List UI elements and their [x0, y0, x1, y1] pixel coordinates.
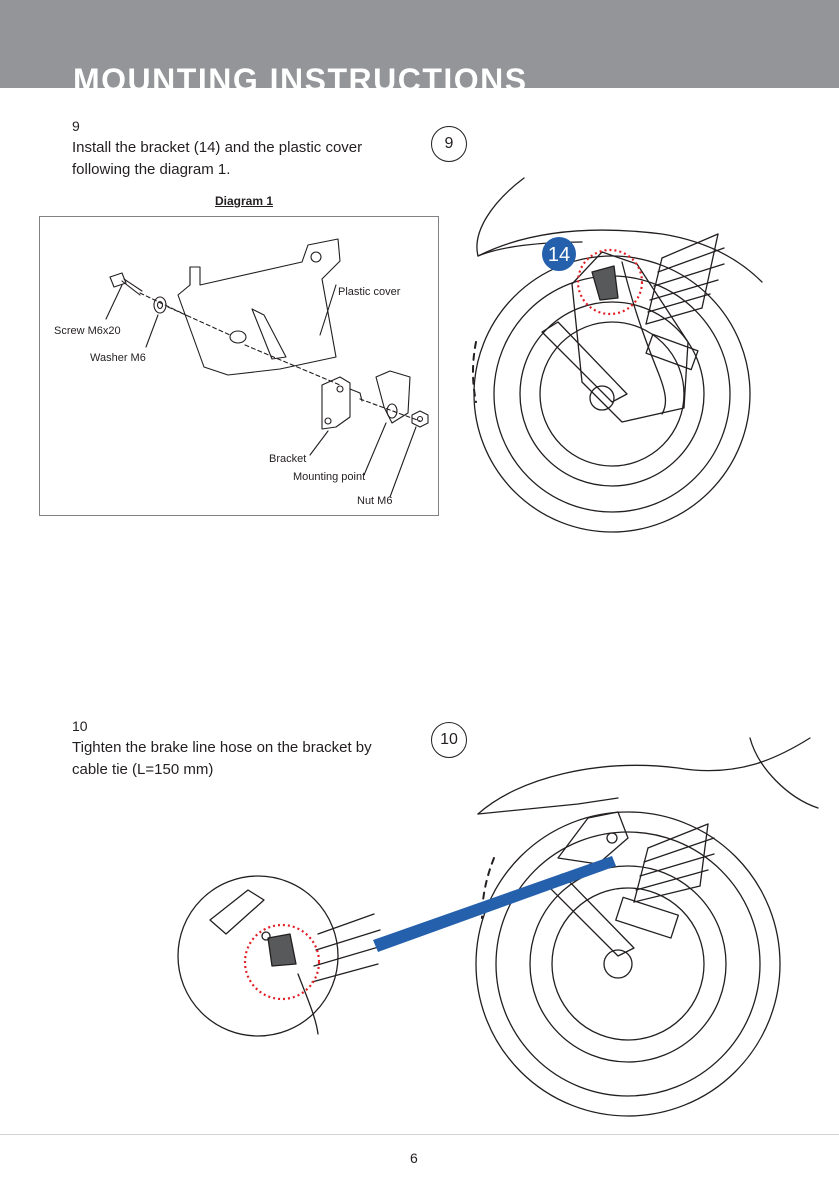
label-nut: Nut M6 [357, 495, 393, 507]
step-10-number: 10 [72, 718, 88, 734]
step-9-instruction-line-1: Install the bracket (14) and the plastic… [72, 139, 363, 156]
highlight-circle [243, 923, 321, 1001]
step-10-instruction-line-2: cable tie (L=150 mm) [72, 761, 214, 778]
step-10-badge: 10 [431, 722, 467, 758]
page-title: MOUNTING INSTRUCTIONS [73, 62, 528, 88]
step-10-wheel-illustration [177, 737, 819, 1117]
label-mounting-point: Mounting point [293, 471, 366, 483]
step-10-instruction-line-1: Tighten the brake line hose on the brack… [72, 739, 372, 756]
footer-divider [0, 1134, 839, 1135]
header-banner: MOUNTING INSTRUCTIONS [0, 0, 839, 88]
label-washer: Washer M6 [90, 352, 146, 364]
step-9-number: 9 [72, 118, 80, 134]
step-9-instruction-line-2: following the diagram 1. [72, 161, 231, 178]
page-number: 6 [410, 1150, 418, 1166]
step-9-wheel-illustration: 14 [472, 177, 763, 533]
highlight-circle [576, 248, 644, 316]
label-bracket: Bracket [269, 453, 307, 465]
step-9-badge: 9 [431, 126, 467, 162]
part-14-marker [542, 237, 576, 271]
zoom-callout-connector [373, 856, 616, 952]
part-14-label: 14 [548, 244, 570, 266]
label-screw: Screw M6x20 [54, 325, 121, 337]
diagram-1-caption: Diagram 1 [215, 194, 274, 208]
diagram-1-exploded-view [105, 238, 429, 498]
diagram-1-frame: Plastic cover Screw M6x20 Washer M6 Brac… [39, 216, 439, 516]
label-plastic-cover: Plastic cover [338, 286, 401, 298]
